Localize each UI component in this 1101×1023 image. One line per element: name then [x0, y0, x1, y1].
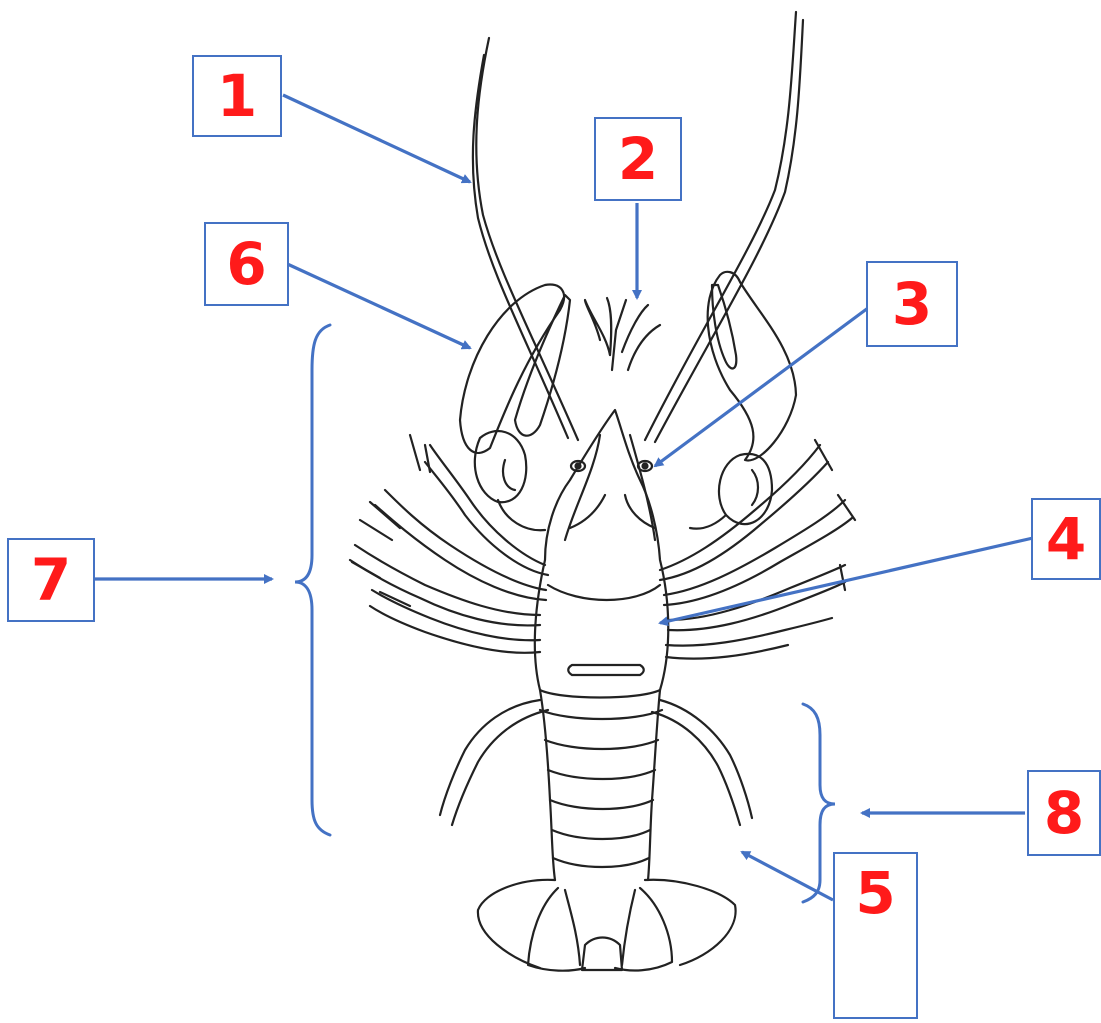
eyes	[571, 461, 652, 471]
arrow-6	[283, 262, 470, 348]
label-3: 3	[866, 261, 958, 347]
label-2-text: 2	[618, 130, 658, 188]
tail-fan	[478, 880, 736, 971]
left-antenna	[473, 38, 578, 440]
label-6-text: 6	[226, 235, 266, 293]
cephalothorax	[535, 410, 668, 698]
label-2: 2	[594, 117, 682, 201]
arrow-4	[660, 538, 1033, 623]
label-1: 1	[192, 55, 282, 137]
label-4-text: 4	[1046, 510, 1086, 568]
bracket-7	[295, 325, 330, 835]
label-8-text: 8	[1044, 784, 1084, 842]
label-6: 6	[204, 222, 289, 306]
label-7-text: 7	[31, 551, 71, 609]
label-4: 4	[1031, 498, 1101, 580]
antennules	[585, 298, 660, 370]
bracket-8	[803, 704, 835, 902]
label-3-text: 3	[892, 275, 932, 333]
label-1-text: 1	[217, 67, 257, 125]
walking-legs-right	[660, 440, 855, 659]
label-7: 7	[7, 538, 95, 622]
arrow-3	[655, 308, 868, 466]
left-claw	[460, 284, 570, 530]
walking-legs-left	[350, 435, 548, 653]
label-5-text: 5	[855, 864, 895, 922]
label-8: 8	[1027, 770, 1101, 856]
arrow-1	[283, 95, 470, 182]
label-5: 5	[833, 852, 918, 1019]
